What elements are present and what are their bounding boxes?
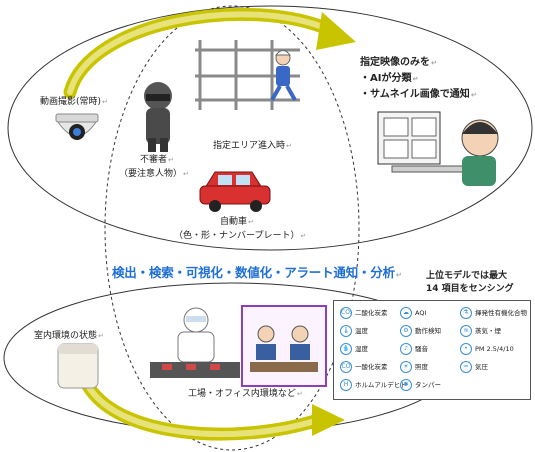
sensor-label: ホルムアルデヒド <box>355 380 407 389</box>
car-label: 自動車↵ <box>220 217 254 227</box>
factory-office-label: 工場・オフィス内環境など↵ <box>188 389 303 399</box>
voc-icon: ⚗ <box>460 307 472 319</box>
sensor-item: 🌡温度 <box>340 325 368 337</box>
suspicious-person-label: 不審者↵ <box>140 155 174 165</box>
ai-notification-note: 指定映像のみを↵ ・AIが分類↵ ・サムネイル画像で通知↵ <box>360 55 477 103</box>
sensor-item: •PM 2.5/4/10 <box>460 343 514 355</box>
sensor-label: 揮発性有機化合物 <box>475 308 527 317</box>
sensor-item: ≈気圧 <box>460 361 488 373</box>
sensor-label: 動作検知 <box>415 326 441 335</box>
sensor-label: 二酸化炭素 <box>355 308 388 317</box>
tamper-icon: ✱ <box>400 379 412 391</box>
sensor-heading-line-2: 14 項目をセンシング <box>426 284 514 294</box>
worker-icon <box>270 50 297 101</box>
sensor-item: 💧湿度 <box>340 343 368 355</box>
sensor-label: タンパー <box>415 380 441 389</box>
video-capture-label: 動画撮影(常時)↵ <box>40 97 108 107</box>
sensor-label: 蒸気・煙 <box>475 326 501 335</box>
top-arrow-highlight <box>67 11 333 95</box>
restricted-area-icon <box>195 40 300 110</box>
light-icon: ☀ <box>400 361 412 373</box>
sensor-label: 騒音 <box>415 344 428 353</box>
sensor-label: 気圧 <box>475 362 488 371</box>
sensor-label: 湿度 <box>355 344 368 353</box>
office-workers-icon <box>241 305 327 387</box>
air-sensor-device-icon <box>57 343 99 389</box>
bottom-arrow-head <box>312 404 345 436</box>
operator-monitor-icon <box>377 111 499 186</box>
car-sublabel: （色・形・ナンバープレート）↵ <box>174 231 307 241</box>
sensor-item: ☁AQI <box>400 307 426 319</box>
temperature-icon: 🌡 <box>340 325 352 337</box>
co-icon: CO <box>340 361 352 373</box>
car-icon <box>199 171 271 212</box>
overlap-ellipse <box>104 5 360 451</box>
note-line-3: ・サムネイル画像で通知↵ <box>360 89 477 100</box>
note-line-1: 指定映像のみを↵ <box>360 57 437 68</box>
note-line-2: ・AIが分類↵ <box>360 73 419 84</box>
sensor-item: ⚙動作検知 <box>400 325 441 337</box>
noise-icon: ♪ <box>400 343 412 355</box>
sensor-label: 一酸化炭素 <box>355 362 388 371</box>
vape-icon: ≋ <box>460 325 472 337</box>
indoor-environment-label: 室内環境の状態↵ <box>34 331 104 341</box>
functions-headline: 検出・検索・可視化・数値化・アラート通知・分析↵ <box>112 265 402 280</box>
sensor-heading: 上位モデルでは最大 14 項目をセンシング <box>426 270 514 296</box>
top-arrow-head <box>316 12 356 50</box>
suspicious-person-sublabel: （要注意人物）↵ <box>119 169 189 179</box>
humidity-icon: 💧 <box>340 343 352 355</box>
sensor-label: PM 2.5/4/10 <box>475 344 514 353</box>
formaldehyde-icon: H <box>340 379 352 391</box>
camera-ellipse <box>7 5 533 251</box>
pressure-icon: ≈ <box>460 361 472 373</box>
bottom-arrow-highlight <box>81 375 321 438</box>
sensor-item: ✱タンパー <box>400 379 441 391</box>
pm-icon: • <box>460 343 472 355</box>
motion-icon: ⚙ <box>400 325 412 337</box>
sensor-heading-line-1: 上位モデルでは最大 <box>426 271 508 281</box>
suspicious-person-icon <box>144 82 172 152</box>
sensor-label: 温度 <box>355 326 368 335</box>
factory-worker-icon <box>150 307 240 378</box>
sensor-item: ☀照度 <box>400 361 428 373</box>
security-camera-icon <box>55 113 99 140</box>
sensor-label: AQI <box>415 308 427 317</box>
sensor-label: 照度 <box>415 362 428 371</box>
sensor-item: ♪騒音 <box>400 343 428 355</box>
aqi-icon: ☁ <box>400 307 412 319</box>
restricted-area-label: 指定エリア進入時↵ <box>213 141 292 151</box>
sensor-item: ⚗揮発性有機化合物 <box>460 307 527 319</box>
co2-icon: CO₂ <box>340 307 352 319</box>
sensor-item: ≋蒸気・煙 <box>460 325 501 337</box>
